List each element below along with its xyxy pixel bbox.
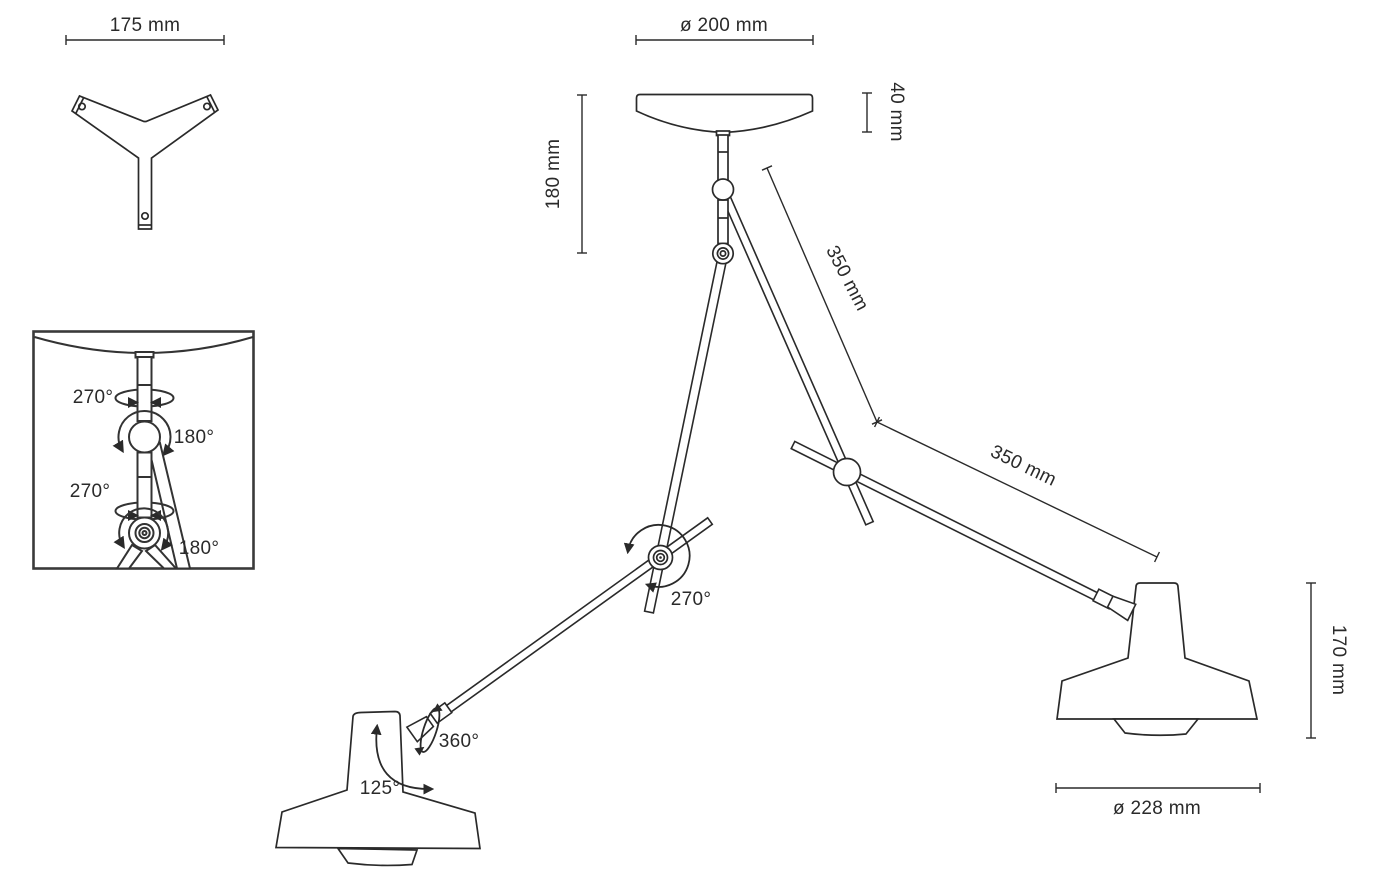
left-elbow-bolt-center [659, 556, 662, 559]
bracket-width-label: 175 mm [110, 15, 180, 36]
right-shade-socket [1106, 595, 1137, 622]
inset-upper-ball-rotation-arc [112, 409, 175, 457]
canopy-height-label: 40 mm [886, 82, 907, 142]
canopy-height-dimension: 40 mm [862, 82, 907, 142]
lower-arm-dimension: 350 mm [873, 416, 1161, 563]
bracket-outline [70, 93, 220, 230]
stem-upper [717, 134, 729, 181]
inset-left-arm-stub [115, 543, 144, 570]
bracket-hole-left [77, 102, 87, 111]
inset-border [32, 330, 255, 570]
stem-bolt-ring [716, 247, 730, 260]
stem-bolt-outer [711, 242, 735, 265]
shade-diameter-dimension: ø 228 mm [1055, 783, 1261, 819]
inset-upper-ball-label: 180° [174, 427, 215, 448]
left-arm-lower-segment [443, 516, 714, 715]
right-arm-assembly [718, 187, 1100, 602]
inset-ball-joint [128, 420, 161, 454]
mounting-bracket-top-view: 175 mm [65, 15, 225, 230]
inset-bolt-center [141, 530, 148, 536]
elbow-rotation-label: 270° [671, 589, 712, 610]
inset-bolt-ring [134, 523, 155, 543]
bracket-right-tip-line [206, 96, 216, 113]
canopy-front-view [635, 93, 814, 265]
inset-bolt-inner [138, 526, 151, 540]
left-shade-lens [336, 847, 419, 867]
inset-lower-ball-label: 180° [179, 538, 220, 559]
stem-bolt-inner [719, 250, 727, 257]
upper-arm-length-label: 350 mm [821, 242, 872, 314]
upper-arm-dimension: 350 mm [761, 165, 883, 425]
shade-height-dimension: 170 mm [1306, 582, 1349, 739]
rotation-detail-inset: 270° 180° 270° 180° [32, 330, 255, 570]
right-shade-view: 170 mm ø 228 mm [1055, 582, 1349, 819]
right-shade-lens [1112, 718, 1200, 737]
bracket-hole-bottom [140, 211, 150, 221]
shade-diameter-label: ø 228 mm [1113, 798, 1201, 819]
inset-shade-curve [34, 336, 254, 354]
stem-lower [717, 199, 729, 245]
inset-lower-swivel-label: 270° [70, 481, 111, 502]
inset-lower-ball-rotation-arc [113, 507, 173, 551]
head-tilt-arc [370, 723, 435, 795]
drop-height-label: 180 mm [543, 139, 564, 209]
drop-height-dimension: 180 mm [543, 94, 587, 254]
inset-upper-swivel-label: 270° [73, 387, 114, 408]
canopy-diameter-label: ø 200 mm [680, 15, 768, 36]
head-swivel-label: 360° [439, 731, 480, 752]
bracket-hole-right [202, 102, 212, 111]
right-shade-outline [1056, 582, 1259, 720]
stem-ball-joint [711, 178, 735, 201]
right-elbow-joint [832, 457, 862, 487]
elbow-rotation-arc [623, 524, 691, 593]
inset-upper-swivel-arrow-right [150, 397, 161, 408]
head-swivel-arrow-top [432, 703, 443, 713]
head-tilt-label: 125° [360, 778, 401, 799]
canopy-diameter-dimension: ø 200 mm [635, 15, 814, 45]
left-shade-view: 360° 125° [274, 701, 481, 867]
left-arm-assembly: 270° [443, 253, 729, 715]
inset-upper-swivel-arrow-left [128, 397, 139, 408]
left-shade-socket [405, 715, 435, 743]
canopy-outline [635, 93, 814, 134]
shade-height-label: 170 mm [1328, 625, 1349, 695]
lower-arm-length-label: 350 mm [987, 441, 1060, 491]
bracket-width-dimension: 175 mm [65, 15, 225, 45]
inset-bolt-outer [128, 516, 161, 550]
